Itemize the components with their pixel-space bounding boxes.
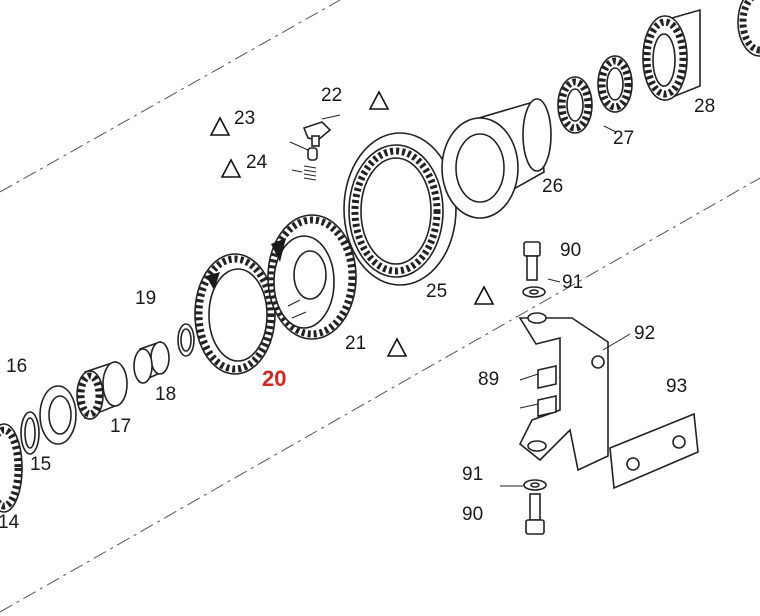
warning-triangle-icon [209, 116, 231, 136]
snap-ring [177, 323, 195, 357]
callout-26: 26 [542, 176, 563, 197]
warning-triangle-icon [220, 158, 242, 178]
snap-ring-15 [20, 411, 40, 455]
callout-21: 21 [345, 333, 366, 354]
gear-partial-right [737, 0, 760, 57]
callout-20: 20 [262, 366, 286, 391]
plate-93 [609, 412, 699, 490]
spring-24 [303, 165, 317, 181]
synchro-hub-21 [267, 214, 357, 340]
bracket-92 [518, 312, 609, 472]
leader-lines [289, 114, 631, 487]
callout-28: 28 [694, 96, 715, 117]
callout-89: 89 [478, 369, 499, 390]
callout-91-bottom: 91 [462, 464, 483, 485]
callout-25: 25 [426, 281, 447, 302]
thrust-washer-16 [39, 385, 77, 445]
callout-22: 22 [321, 85, 342, 106]
callout-19: 19 [135, 288, 156, 309]
sliding-sleeve-25 [343, 132, 457, 286]
callout-14: 14 [0, 512, 20, 533]
gear-14 [0, 423, 23, 513]
callout-24: 24 [246, 152, 268, 173]
warning-triangle-icon [386, 337, 408, 357]
callout-18: 18 [155, 384, 176, 405]
shift-pad-22 [302, 121, 332, 147]
cone-26 [441, 98, 552, 219]
callout-17: 17 [110, 416, 131, 437]
warning-triangle-icon [368, 90, 390, 110]
callout-90-top: 90 [560, 240, 581, 261]
callout-15: 15 [30, 454, 51, 475]
detent-ball-23 [307, 147, 318, 161]
bushing-18 [133, 340, 170, 384]
callout-27: 27 [613, 128, 634, 149]
callout-91-top: 91 [562, 272, 583, 293]
synchro-ring-19 [194, 253, 276, 375]
needle-bearings-27 [557, 55, 633, 134]
callout-92: 92 [634, 323, 655, 344]
callout-23: 23 [234, 108, 255, 129]
warning-triangle-icon [473, 285, 495, 305]
washer-91-top [522, 286, 546, 298]
callout-93: 93 [666, 376, 687, 397]
needle-bearing-17 [76, 360, 128, 420]
bolt-90-bottom [525, 493, 545, 535]
gear-28 [642, 8, 701, 102]
callout-90-bottom: 90 [462, 504, 483, 525]
bolt-90-top [523, 241, 541, 281]
callout-16: 16 [6, 356, 27, 377]
washer-91-bottom [523, 479, 547, 491]
